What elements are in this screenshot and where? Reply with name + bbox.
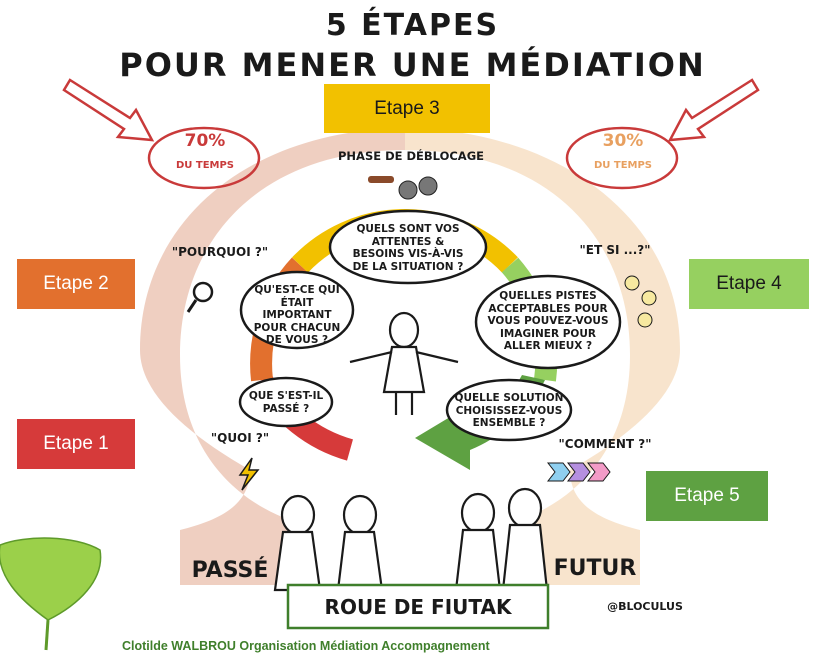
- bubble-important-text: QU'EST-CE QUI ÉTAIT IMPORTANT POUR CHACU…: [253, 284, 341, 347]
- bubble-passe-text: QUE S'EST-IL PASSÉ ?: [248, 390, 324, 415]
- time-left-percent: 70%: [184, 131, 226, 151]
- label-passe: PASSÉ: [191, 558, 269, 583]
- magnifier-icon: [192, 281, 214, 303]
- bubble-solution-text: QUELLE SOLUTION CHOISISSEZ-VOUS ENSEMBLE…: [454, 392, 564, 430]
- lightbulb-icon: [641, 290, 657, 306]
- label-futur: FUTUR: [553, 556, 637, 581]
- arrow-right-icon: [667, 78, 760, 142]
- question-comment: "COMMENT ?": [558, 437, 652, 451]
- etape-2-label: Etape 2: [43, 273, 109, 294]
- etape-1-box: Etape 1: [17, 419, 135, 469]
- footer-text: Clotilde WALBROU Organisation Médiation …: [122, 639, 490, 653]
- chevron-icon: [566, 462, 591, 482]
- time-right-percent: 30%: [602, 131, 644, 151]
- etape-5-label: Etape 5: [674, 485, 740, 506]
- question-pourquoi: "POURQUOI ?": [171, 245, 269, 259]
- roue-box: [286, 583, 550, 630]
- time-oval-right: [565, 126, 679, 190]
- omega-band-right: [405, 128, 680, 585]
- lightbulb-icon: [637, 312, 653, 328]
- label-roue: ROUE DE FIUTAK: [324, 595, 512, 619]
- bubble-pistes: [474, 274, 622, 370]
- phase-label: PHASE DE DÉBLOCAGE: [338, 149, 484, 163]
- gear-icon: [418, 176, 438, 196]
- wrench-icon: [368, 176, 394, 183]
- label-credit: @BLOCULUS: [607, 600, 683, 613]
- etape-3-label: Etape 3: [374, 97, 440, 119]
- page-title-line2: POUR MENER UNE MÉDIATION: [119, 46, 706, 84]
- past-figures: [273, 494, 384, 592]
- etape-3-box: Etape 3: [324, 84, 490, 133]
- etape-4-label: Etape 4: [716, 273, 782, 294]
- bubble-attentes-text: QUELS SONT VOS ATTENTES & BESOINS VIS-À-…: [352, 223, 464, 273]
- bubble-attentes: [328, 209, 488, 285]
- mediator-figure: [349, 311, 459, 415]
- omega-band-left: [140, 128, 405, 585]
- future-figures: [454, 487, 549, 592]
- chevron-icon: [586, 462, 611, 482]
- bubble-passe: [238, 376, 334, 428]
- lightbulb-icon: [624, 275, 640, 291]
- bubble-important: [239, 270, 355, 350]
- time-right-label: DU TEMPS: [593, 160, 653, 171]
- etape-2-box: Etape 2: [17, 259, 135, 309]
- question-et-si: "ET SI ...?": [579, 243, 651, 257]
- chevron-icon: [546, 462, 571, 482]
- arrow-left-icon: [62, 78, 155, 142]
- etape-4-box: Etape 4: [689, 259, 809, 309]
- time-left-label: DU TEMPS: [175, 160, 235, 171]
- page-title-line1: 5 ÉTAPES: [325, 8, 500, 43]
- etape-5-box: Etape 5: [646, 471, 768, 521]
- question-quoi: "QUOI ?": [210, 431, 270, 445]
- gear-icon: [398, 180, 418, 200]
- lightning-icon: [238, 457, 260, 491]
- time-oval-left: [147, 126, 261, 190]
- bubble-pistes-text: QUELLES PISTES ACCEPTABLES POUR VOUS POU…: [487, 290, 609, 353]
- ginkgo-leaf-icon: [0, 537, 102, 621]
- bubble-solution: [445, 378, 573, 442]
- etape-1-label: Etape 1: [43, 433, 109, 454]
